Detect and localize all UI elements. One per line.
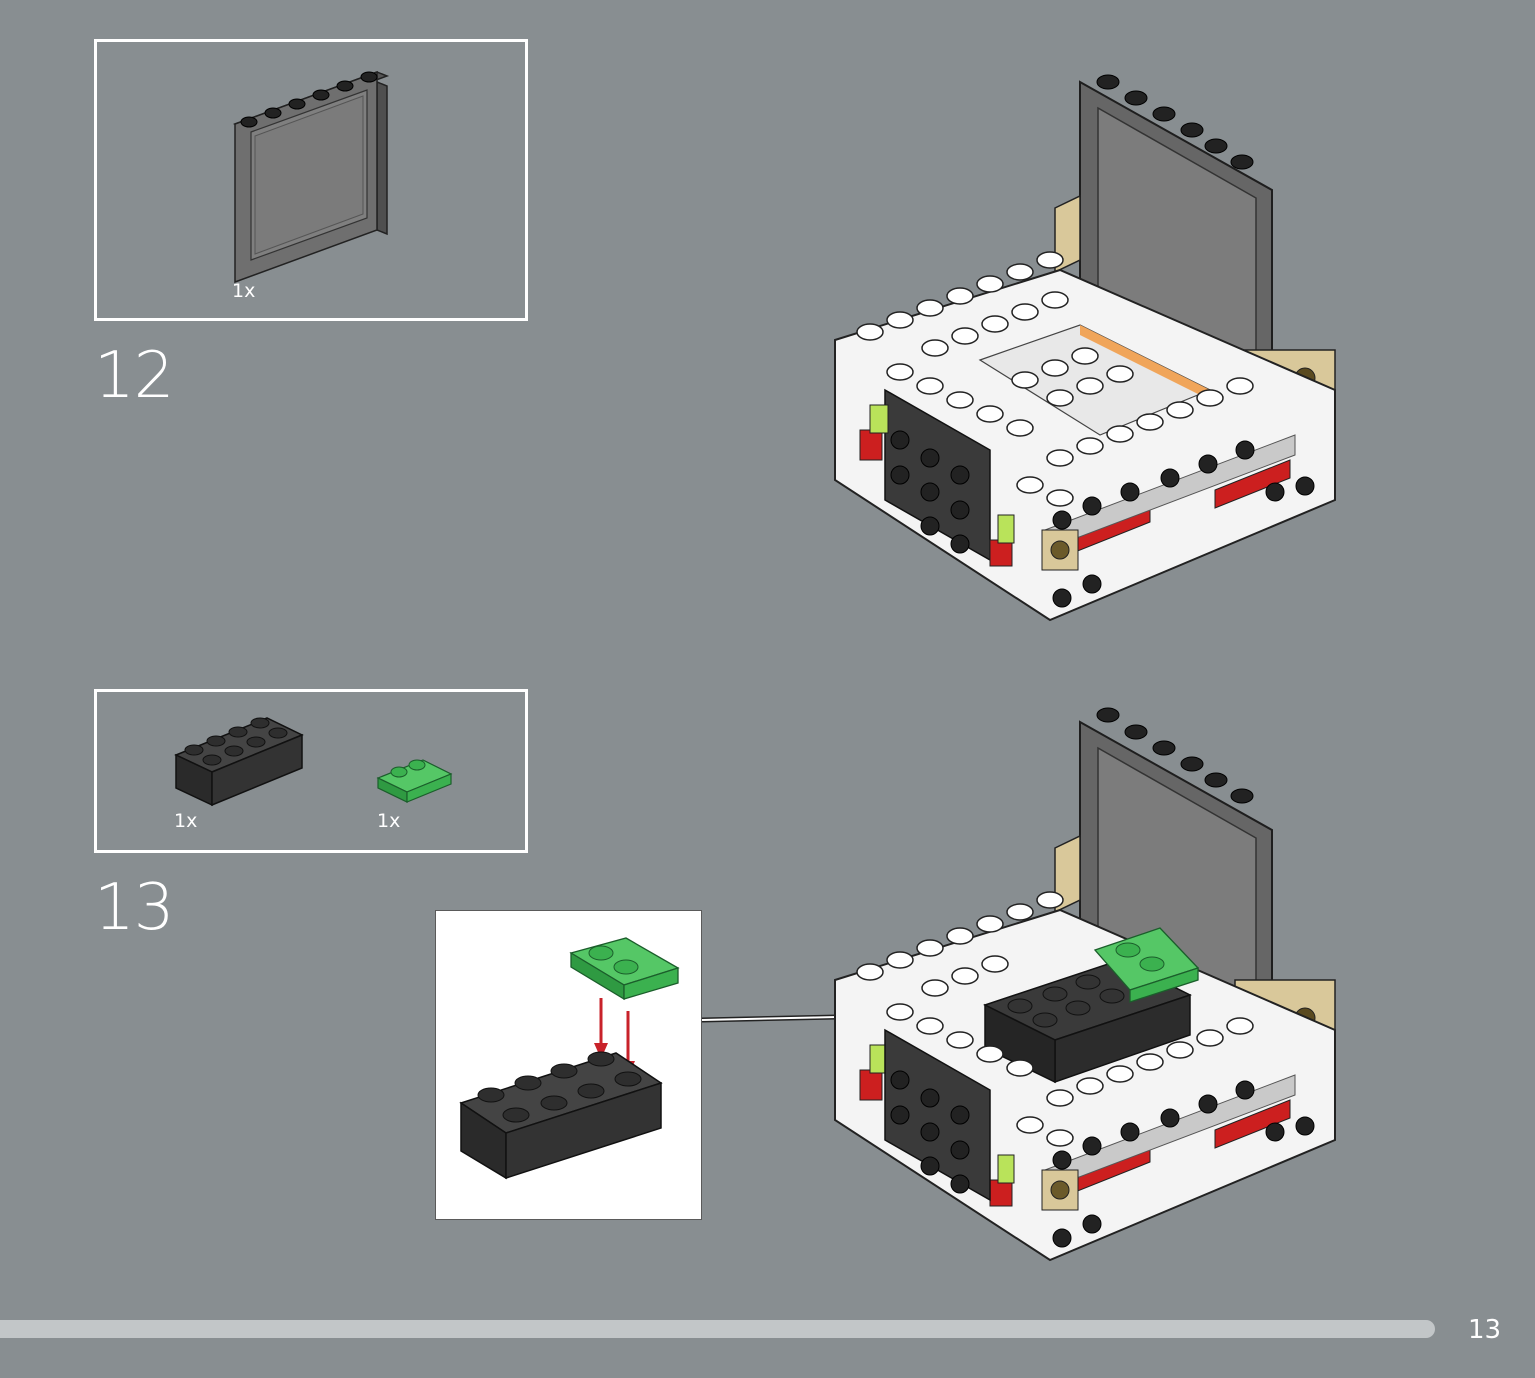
part-quantity-label: 1x [232, 280, 256, 302]
step-13-model-image [834, 707, 1336, 1262]
page-number: 13 [1468, 1315, 1502, 1345]
part-quantity-label: 1x [174, 810, 198, 832]
green-plate-part-image [376, 759, 453, 803]
step-12-parts-box: 1x [94, 39, 528, 321]
step-13-parts-box: 1x 1x [94, 689, 528, 853]
progress-bar [0, 1320, 1435, 1338]
sub-assembly-callout [435, 910, 702, 1220]
sub-assembly-image [459, 937, 680, 1180]
step-number-13: 13 [94, 871, 174, 945]
part-quantity-label: 1x [377, 810, 401, 832]
step-12-model-image [834, 74, 1336, 622]
step-number-12: 12 [94, 339, 174, 413]
black-brick-part-image [174, 717, 304, 807]
panel-part-image [232, 70, 390, 284]
